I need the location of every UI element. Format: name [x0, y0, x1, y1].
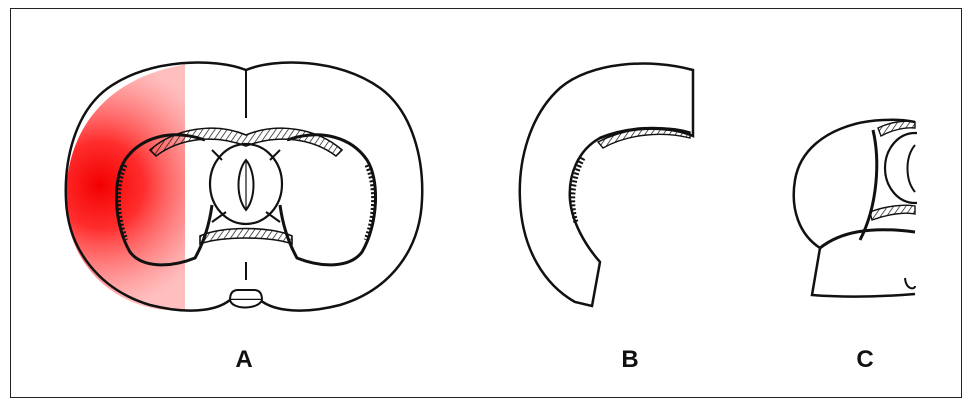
right-inner-region: [280, 135, 376, 265]
corpus-callosum-b: [598, 128, 690, 148]
ventral-bulb: [230, 290, 262, 300]
lesion-highlight: [60, 55, 185, 315]
panel-b-section: [520, 64, 693, 306]
commissure-bottom: [200, 229, 292, 245]
panel-c-section: [794, 100, 957, 320]
panel-a-section: [60, 55, 422, 315]
hemisphere-outline-b: [520, 64, 693, 306]
panel-label-a: A: [235, 346, 252, 374]
panel-label-c: C: [856, 346, 873, 374]
panel-label-b: B: [621, 346, 638, 374]
